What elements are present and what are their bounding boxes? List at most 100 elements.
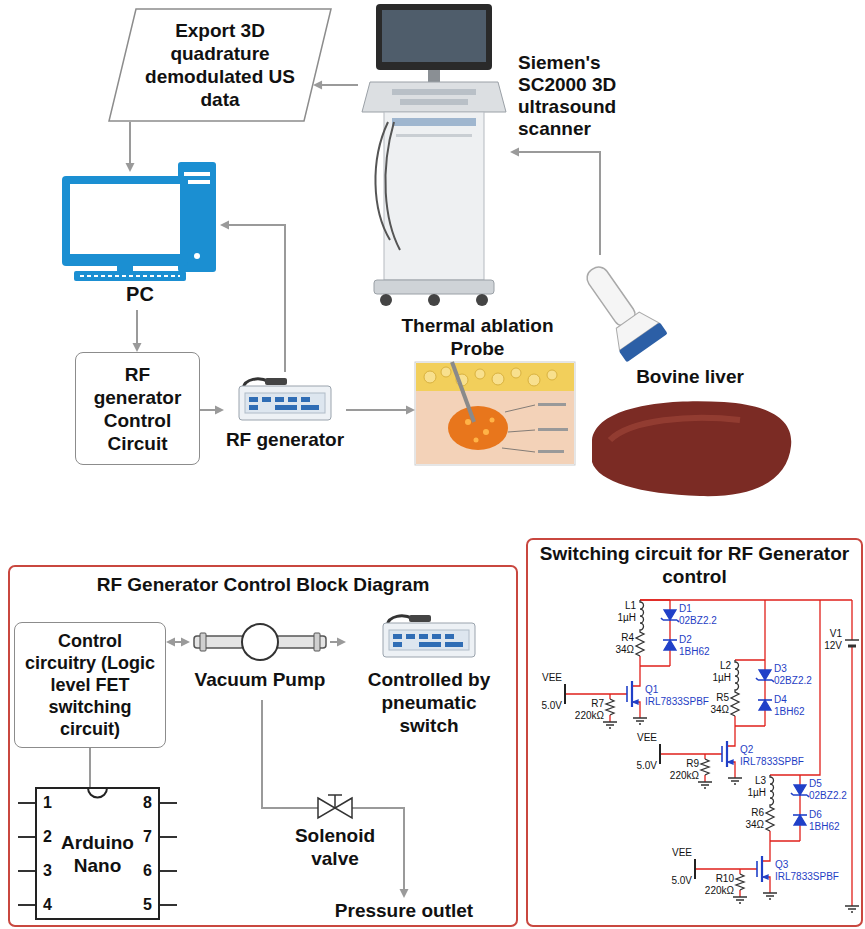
text-slot: Thermal ablation Probe [395, 314, 560, 360]
panel: RF Generator Control Block DiagramContro… [8, 565, 518, 927]
ablation-probe-picture [475, 369, 485, 379]
component-label: 5.0V [541, 700, 562, 712]
label-slot: 1µH [617, 612, 636, 624]
vacuum-pump-symbol [194, 624, 326, 660]
label-slot: D6 [809, 809, 822, 821]
component-label: R4 [621, 632, 634, 644]
component-label: VEE [542, 672, 562, 684]
arrowhead [220, 221, 229, 230]
label-slot: R10 [716, 873, 734, 885]
connector [330, 638, 346, 647]
liver-picture [592, 401, 791, 496]
vacuum-pump-node: Vacuum Pump [190, 624, 330, 700]
label-slot: 34Ω [745, 819, 764, 831]
component-label: R10 [716, 873, 734, 885]
ultrasound-scanner-picture [392, 89, 476, 95]
label-slot: 34Ω [615, 644, 634, 656]
process-box: RF generator Control Circuit [75, 352, 200, 465]
component-label: Q1 [645, 684, 658, 696]
text-slot: 3 [43, 862, 59, 880]
ablation-probe-node: Thermal ablation Probe [415, 362, 575, 465]
label-slot: V1 [830, 628, 842, 640]
pin-number: 3 [43, 862, 59, 880]
pc-icon [74, 271, 186, 281]
node-text: Vacuum Pump [190, 668, 330, 691]
component-label: 220kΩ [670, 770, 699, 782]
ablation-probe-picture [492, 373, 504, 385]
node-text: RF Generator Control Block Diagram [18, 573, 508, 596]
ultrasound-probe-picture [510, 148, 519, 157]
component-label: R6 [751, 807, 764, 819]
arrowhead [181, 638, 190, 647]
ultrasound-scanner-picture [396, 134, 472, 137]
vacuum-pump-symbol [200, 633, 206, 651]
connector-line [330, 641, 338, 643]
solenoid-valve-symbol [282, 795, 388, 818]
ablation-probe-picture [502, 405, 535, 452]
text-slot: RF Generator Control Block Diagram [18, 573, 508, 596]
label-slot: D5 [809, 778, 822, 790]
node-text: RF generator Control Circuit [81, 363, 194, 455]
text-slot: Siemen's SC2000 3D ultrasound scanner [518, 52, 658, 140]
pin-number: 2 [43, 828, 59, 846]
rf-generator-picture [383, 615, 475, 657]
text-slot: Switching circuit for RF Generator contr… [534, 542, 855, 588]
ultrasound-probe-picture [519, 152, 600, 255]
label-slot: VEE [542, 672, 562, 684]
label-slot: D2 [679, 634, 692, 646]
pc-icon [62, 176, 188, 266]
label-slot: 1µH [712, 672, 731, 684]
connector-line [136, 310, 138, 344]
pc-icon [80, 275, 180, 277]
ablation-probe-picture [452, 362, 474, 422]
text-slot: Export 3D quadrature demodulated US data [142, 19, 298, 111]
component-label: VEE [637, 732, 657, 744]
label-slot: IRL7833SPBF [740, 756, 804, 768]
component-label: 220kΩ [575, 710, 604, 722]
label-slot: L3 [755, 775, 766, 787]
chip-pins [18, 803, 177, 905]
label-slot: L2 [720, 660, 731, 672]
label-slot: 1BH62 [774, 706, 805, 718]
text-slot: Arduino Nano [57, 831, 138, 877]
label-slot: 02BZ2.2 [774, 675, 812, 687]
component-label: 1BH62 [809, 821, 840, 833]
outlet-node: Pressure outlet [318, 898, 490, 924]
connector-line [89, 748, 91, 787]
text-slot: Vacuum Pump [190, 668, 330, 691]
rf-generator-node: RF generator [224, 372, 346, 456]
arrowhead [166, 638, 175, 647]
solenoid-valve-node: Solenoid valve [282, 788, 388, 882]
component-label: VEE [672, 847, 692, 859]
arrowhead [126, 163, 135, 172]
label-slot: 1µH [747, 787, 766, 799]
chip-pins [18, 788, 177, 905]
node-text: Export 3D quadrature demodulated US data [142, 19, 298, 111]
ultrasound-scanner-picture [375, 122, 400, 250]
node-text: Thermal ablation Probe [395, 314, 560, 360]
text-slot: 5 [136, 896, 152, 914]
pc-icon [184, 172, 210, 176]
ablation-probe-picture [538, 450, 564, 453]
text-slot: Control circuitry (Logic level FET switc… [23, 630, 157, 740]
label-slot: D1 [679, 603, 692, 615]
node-text: Arduino Nano [57, 831, 138, 877]
label-slot: 02BZ2.2 [809, 790, 847, 802]
liver-picture [610, 418, 740, 440]
text-slot: 8 [136, 794, 152, 812]
connector-line [346, 409, 407, 411]
connector [220, 221, 285, 373]
component-label: L3 [755, 775, 766, 787]
label-slot: 5.0V [671, 875, 692, 887]
text-slot: 4 [43, 896, 59, 914]
label-slot: L1 [625, 600, 636, 612]
node-text: RF generator [224, 428, 346, 451]
ablation-probe-picture [415, 362, 575, 465]
connector [133, 310, 142, 352]
solenoid-valve-symbol [328, 795, 342, 808]
component-label: 1µH [712, 672, 731, 684]
ablation-probe-picture [483, 429, 489, 435]
ultrasound-scanner-picture [374, 280, 494, 294]
label-slot: D4 [774, 694, 787, 706]
component-label: V1 [830, 628, 842, 640]
